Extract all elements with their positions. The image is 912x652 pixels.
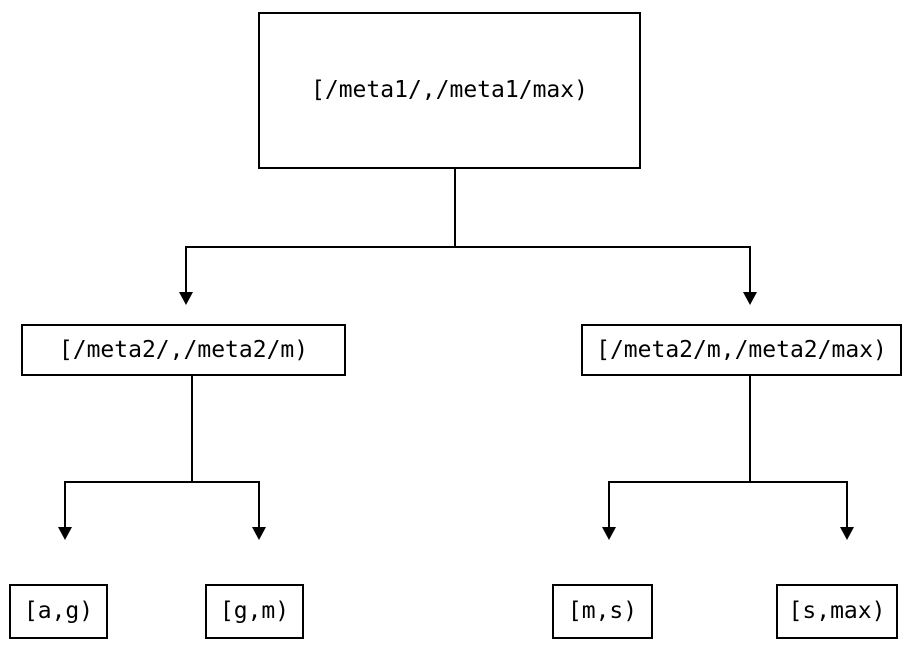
- arrowhead-down-icon: [743, 292, 757, 305]
- arrowhead-down-icon: [179, 292, 193, 305]
- edge-root-to-l2-left: [185, 246, 187, 293]
- arrowhead-down-icon: [840, 527, 854, 540]
- node-root[interactable]: [/meta1/,/meta1/max): [258, 12, 641, 169]
- edge-l2-right-to-leaf-ms: [608, 481, 610, 528]
- edge-root-stem: [454, 168, 456, 247]
- edge-l2-left-bus: [64, 481, 260, 483]
- edge-l2-left-to-leaf-gm: [258, 481, 260, 528]
- arrowhead-down-icon: [602, 527, 616, 540]
- node-meta2-lower[interactable]: [/meta2/,/meta2/m): [21, 324, 346, 376]
- node-meta2-upper[interactable]: [/meta2/m,/meta2/max): [581, 324, 902, 376]
- edge-root-to-l2-right: [749, 246, 751, 293]
- edge-l2-right-stem: [749, 376, 751, 482]
- arrowhead-down-icon: [58, 527, 72, 540]
- node-leaf-a-g[interactable]: [a,g): [9, 584, 108, 639]
- node-leaf-m-s[interactable]: [m,s): [552, 584, 653, 639]
- node-leaf-g-m[interactable]: [g,m): [205, 584, 304, 639]
- node-leaf-s-max[interactable]: [s,max): [776, 584, 898, 639]
- arrowhead-down-icon: [252, 527, 266, 540]
- edge-root-bus: [185, 246, 751, 248]
- edge-l2-left-to-leaf-ag: [64, 481, 66, 528]
- edge-l2-left-stem: [191, 376, 193, 482]
- edge-l2-right-to-leaf-smax: [846, 481, 848, 528]
- edge-l2-right-bus: [608, 481, 848, 483]
